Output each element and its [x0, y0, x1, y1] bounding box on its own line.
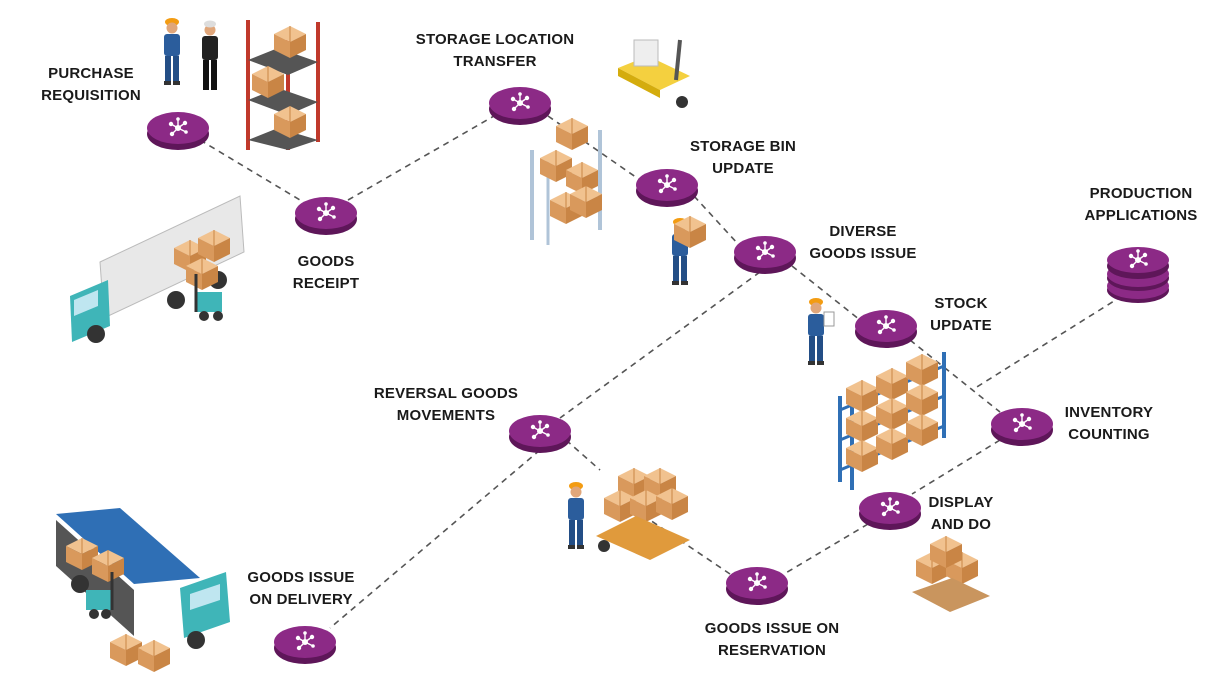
connector-diverse-stock — [791, 265, 861, 321]
label-purchase-requisition: PURCHASE REQUISITION — [41, 65, 141, 104]
label-reversal-goods-movements: REVERSAL GOODS MOVEMENTS — [373, 385, 519, 424]
node-inventory-counting — [991, 408, 1053, 446]
connector-display-reservation — [783, 523, 869, 575]
connector-receipt-location — [347, 115, 495, 201]
connector-production-inventory — [971, 295, 1123, 391]
label-goods-issue-on-reservation: GOODS ISSUE ON RESERVATION — [704, 620, 840, 659]
illustration-truck-top — [70, 195, 245, 343]
connector-reversal-delivery — [329, 449, 541, 629]
connector-reversal-pallet — [565, 439, 601, 471]
illustration-pallet-jack-top — [618, 39, 690, 108]
connector-diverse-reversal — [559, 271, 761, 419]
connector-location-bin — [547, 115, 641, 181]
connector-stock-inventory — [909, 339, 1001, 413]
illustration-worker-clipboard — [808, 298, 835, 365]
node-goods-issue-on-reservation — [726, 567, 788, 605]
node-display-and-do — [859, 492, 921, 530]
label-goods-receipt: GOODS RECEIPT — [292, 253, 360, 292]
label-stock-update: STOCK UPDATE — [930, 295, 992, 334]
illustration-pallet-boxes — [912, 535, 990, 612]
illustration-handshake-workers — [164, 18, 218, 90]
connector-inventory-display — [911, 439, 1001, 495]
node-reversal-goods-movements — [509, 415, 571, 453]
node-diverse-goods-issue — [734, 236, 796, 274]
label-diverse-goods-issue: DIVERSE GOODS ISSUE — [809, 223, 917, 262]
node-storage-bin-update — [636, 169, 698, 207]
illustration-red-shelf — [246, 20, 320, 150]
label-goods-issue-on-delivery: GOODS ISSUE ON DELIVERY — [247, 569, 355, 608]
connector-requisition-receipt — [199, 139, 301, 201]
illustration-pallet-jack-worker — [568, 467, 690, 560]
illustration-blue-shelf — [838, 352, 946, 490]
label-storage-location-transfer: STORAGE LOCATION TRANSFER — [415, 31, 575, 70]
node-goods-issue-on-delivery — [274, 626, 336, 664]
illustration-box-shelf-center — [530, 117, 603, 245]
node-production-applications — [1107, 247, 1169, 303]
node-purchase-requisition — [147, 112, 209, 150]
label-display-and-do: DISPLAY AND DO — [928, 494, 994, 533]
node-storage-location-transfer — [489, 87, 551, 125]
label-production-applications: PRODUCTION APPLICATIONS — [1084, 185, 1198, 224]
label-storage-bin-update: STORAGE BIN UPDATE — [689, 138, 797, 177]
illustration-worker-carrying-box — [672, 215, 707, 285]
node-goods-receipt — [295, 197, 357, 235]
illustration-truck-bottom — [56, 508, 230, 673]
label-inventory-counting: INVENTORY COUNTING — [1064, 404, 1154, 443]
node-stock-update — [855, 310, 917, 348]
